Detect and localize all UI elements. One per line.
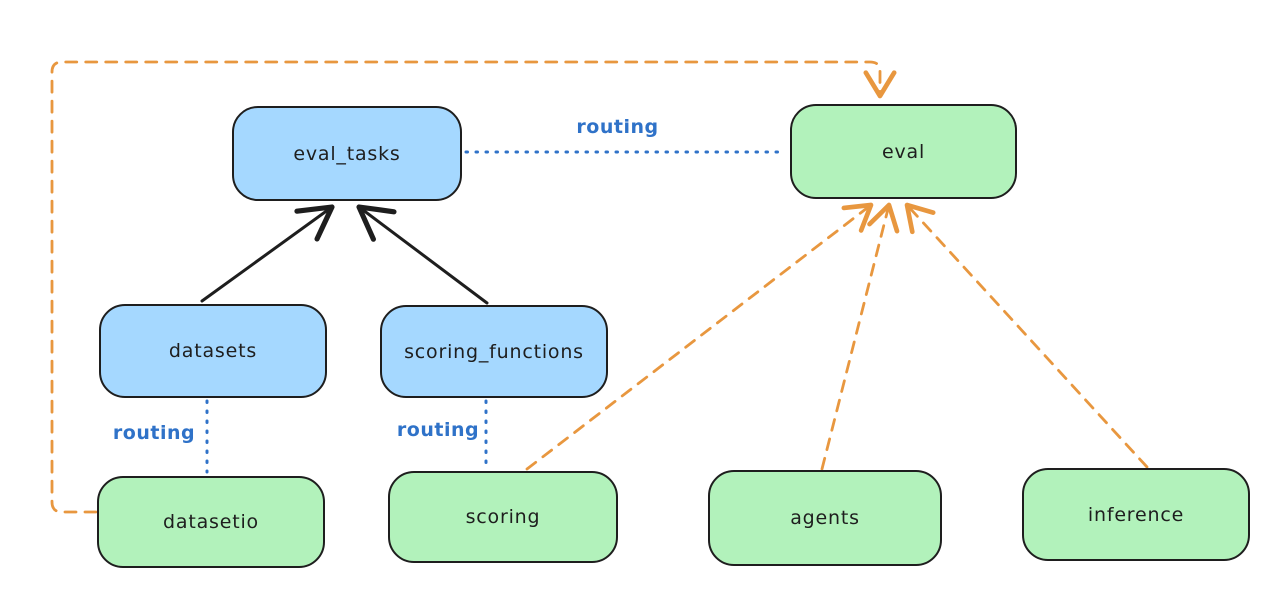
node-scoring: scoring <box>388 471 618 563</box>
edge-scoring-to-eval-arrow <box>525 202 874 471</box>
edge-inference-to-eval-arrow <box>904 202 1149 469</box>
node-datasets: datasets <box>99 304 327 398</box>
node-datasets-label: datasets <box>168 340 258 362</box>
edge-label-routing-eval-tasks-eval: routing <box>576 116 659 138</box>
node-eval-tasks-label: eval_tasks <box>293 142 401 165</box>
node-datasetio-label: datasetio <box>163 511 259 533</box>
edge-label-routing-datasets-datasetio: routing <box>112 422 196 444</box>
node-scoring-functions: scoring_functions <box>380 305 608 398</box>
node-eval-label: eval <box>881 140 926 163</box>
edge-scoring-functions-to-eval-tasks-arrow <box>356 204 489 305</box>
node-inference-label: inference <box>1087 503 1185 526</box>
node-scoring-label: scoring <box>465 506 541 528</box>
edge-datasets-to-eval-tasks-arrow <box>200 204 335 303</box>
node-agents: agents <box>708 470 942 566</box>
node-eval-tasks: eval_tasks <box>232 106 462 201</box>
node-eval: eval <box>790 104 1017 199</box>
node-datasetio: datasetio <box>97 476 325 568</box>
edge-datasetio-to-eval-arrow <box>50 60 897 514</box>
node-agents-label: agents <box>790 507 860 529</box>
edge-label-routing-scoring-functions-scoring: routing <box>396 419 480 441</box>
node-scoring-functions-label: scoring_functions <box>404 340 584 363</box>
edge-agents-to-eval-arrow <box>820 202 900 471</box>
node-inference: inference <box>1022 468 1250 561</box>
